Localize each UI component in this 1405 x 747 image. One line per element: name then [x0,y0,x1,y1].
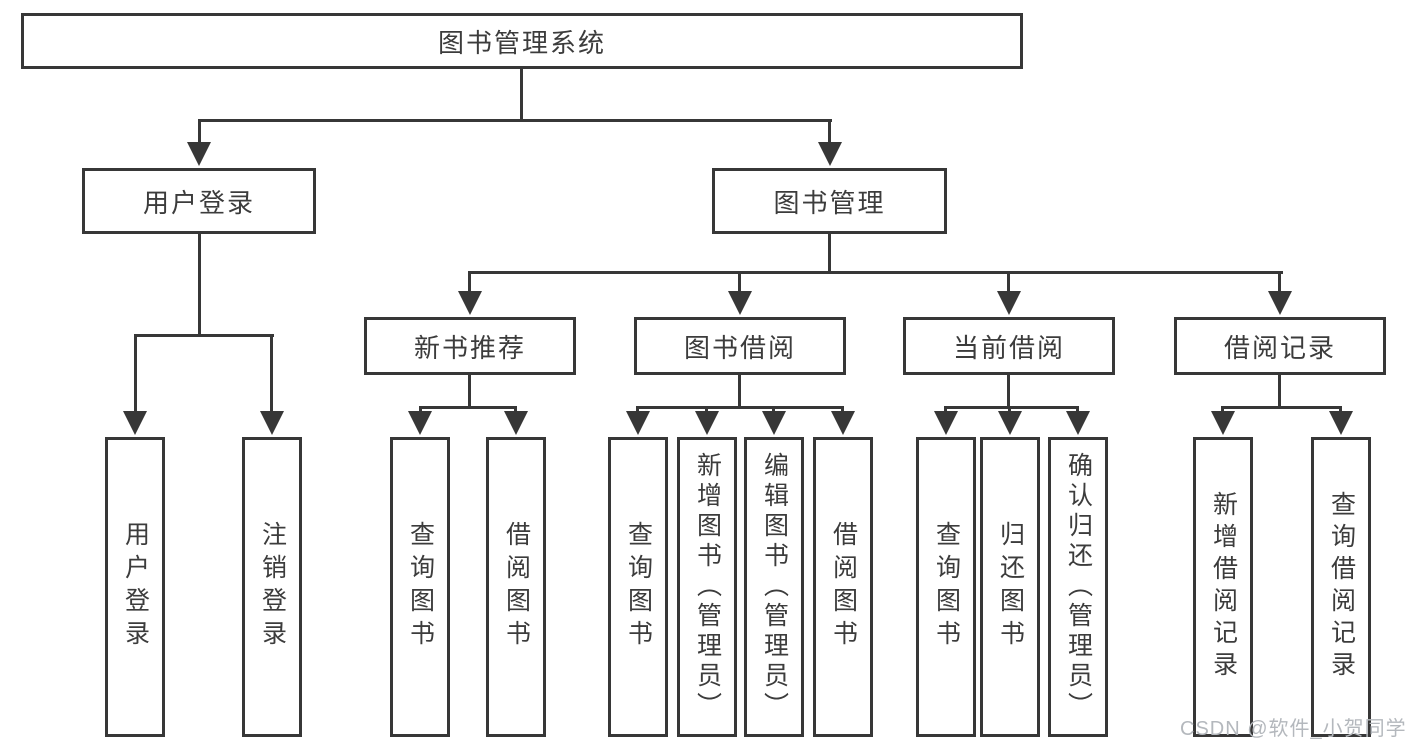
leaf-records-query-record-label: 查询借阅记录 [1327,491,1356,683]
connector-vline [1278,271,1281,293]
node-book-management-label: 图书管理 [773,187,886,218]
node-current-borrowing: 当前借阅 [903,317,1115,375]
connector-vline [468,271,471,293]
node-book-borrowing: 图书借阅 [634,317,846,375]
leaf-current-query-books: 查询图书 [916,437,976,737]
arrow-down-icon [1329,411,1353,435]
leaf-logout: 注销登录 [242,437,302,737]
node-borrowing-records: 借阅记录 [1174,317,1386,375]
leaf-logout-label: 注销登录 [258,521,287,653]
connector-vline [636,406,639,414]
leaf-recommend-query-books: 查询图书 [390,437,450,737]
connector-vline [1076,406,1079,414]
leaf-current-return-books: 归还图书 [980,437,1040,737]
connector-hline [198,119,832,122]
leaf-borrowing-add-books-admin: 新增图书（管理员） [677,437,737,737]
arrow-down-icon [1066,411,1090,435]
node-new-book-recommendation: 新书推荐 [364,317,576,375]
leaf-current-return-books-label: 归还图书 [996,521,1025,653]
connector-hline [419,406,517,409]
connector-vline [841,406,844,414]
connector-vline [198,234,201,335]
connector-hline [134,334,274,337]
connector-vline [772,406,775,414]
connector-vline [514,406,517,414]
arrow-down-icon [123,411,147,435]
leaf-borrowing-edit-books-admin-label: 编辑图书（管理员） [760,452,789,722]
connector-vline [1008,406,1011,414]
arrow-down-icon [458,291,482,315]
watermark-text: CSDN @软件_小贺同学 [1180,718,1405,740]
leaf-borrowing-add-books-admin-label: 新增图书（管理员） [693,452,722,722]
connector-vline [738,375,741,408]
leaf-borrowing-query-books: 查询图书 [608,437,668,737]
node-user-login-label: 用户登录 [142,187,255,218]
connector-vline [1221,406,1224,414]
connector-vline [1007,271,1010,293]
connector-hline [637,406,844,409]
connector-vline [419,406,422,414]
arrow-down-icon [695,411,719,435]
connector-vline [468,375,471,408]
leaf-current-confirm-return-admin-label: 确认归还（管理员） [1064,452,1093,722]
arrow-down-icon [260,411,284,435]
leaf-records-query-record: 查询借阅记录 [1311,437,1371,737]
leaf-recommend-borrow-books-label: 借阅图书 [502,521,531,653]
node-user-login: 用户登录 [82,168,316,234]
arrow-down-icon [1211,411,1235,435]
leaf-records-add-record: 新增借阅记录 [1193,437,1253,737]
arrow-down-icon [831,411,855,435]
arrow-down-icon [934,411,958,435]
arrow-down-icon [998,411,1022,435]
connector-vline [828,119,831,144]
node-library-system-label: 图书管理系统 [437,27,606,58]
connector-hline [945,406,1079,409]
node-new-book-recommendation-label: 新书推荐 [413,332,526,363]
connector-vline [705,406,708,414]
arrow-down-icon [728,291,752,315]
leaf-recommend-borrow-books: 借阅图书 [486,437,546,737]
node-book-borrowing-label: 图书借阅 [683,332,796,363]
connector-vline [198,119,201,144]
leaf-records-add-record-label: 新增借阅记录 [1209,491,1238,683]
leaf-borrowing-query-books-label: 查询图书 [624,521,653,653]
connector-vline [944,406,947,414]
connector-vline [1007,375,1010,408]
node-borrowing-records-label: 借阅记录 [1223,332,1336,363]
leaf-user-login-label: 用户登录 [121,521,150,653]
arrow-down-icon [997,291,1021,315]
arrow-down-icon [1268,291,1292,315]
arrow-down-icon [504,411,528,435]
arrow-down-icon [408,411,432,435]
node-book-management: 图书管理 [712,168,947,234]
node-library-system: 图书管理系统 [21,13,1023,69]
connector-vline [520,68,523,122]
leaf-borrowing-edit-books-admin: 编辑图书（管理员） [744,437,804,737]
leaf-borrowing-borrow-books-label: 借阅图书 [829,521,858,653]
connector-hline [1222,406,1342,409]
connector-vline [1339,406,1342,414]
arrow-down-icon [818,142,842,166]
connector-hline [469,271,1283,274]
connector-vline [828,234,831,274]
connector-vline [738,271,741,293]
leaf-borrowing-borrow-books: 借阅图书 [813,437,873,737]
leaf-current-confirm-return-admin: 确认归还（管理员） [1048,437,1108,737]
arrow-down-icon [626,411,650,435]
connector-vline [270,334,273,414]
arrow-down-icon [762,411,786,435]
arrow-down-icon [187,142,211,166]
connector-vline [1278,375,1281,408]
leaf-user-login: 用户登录 [105,437,165,737]
connector-vline [134,334,137,414]
leaf-recommend-query-books-label: 查询图书 [406,521,435,653]
node-current-borrowing-label: 当前借阅 [952,332,1065,363]
leaf-current-query-books-label: 查询图书 [932,521,961,653]
